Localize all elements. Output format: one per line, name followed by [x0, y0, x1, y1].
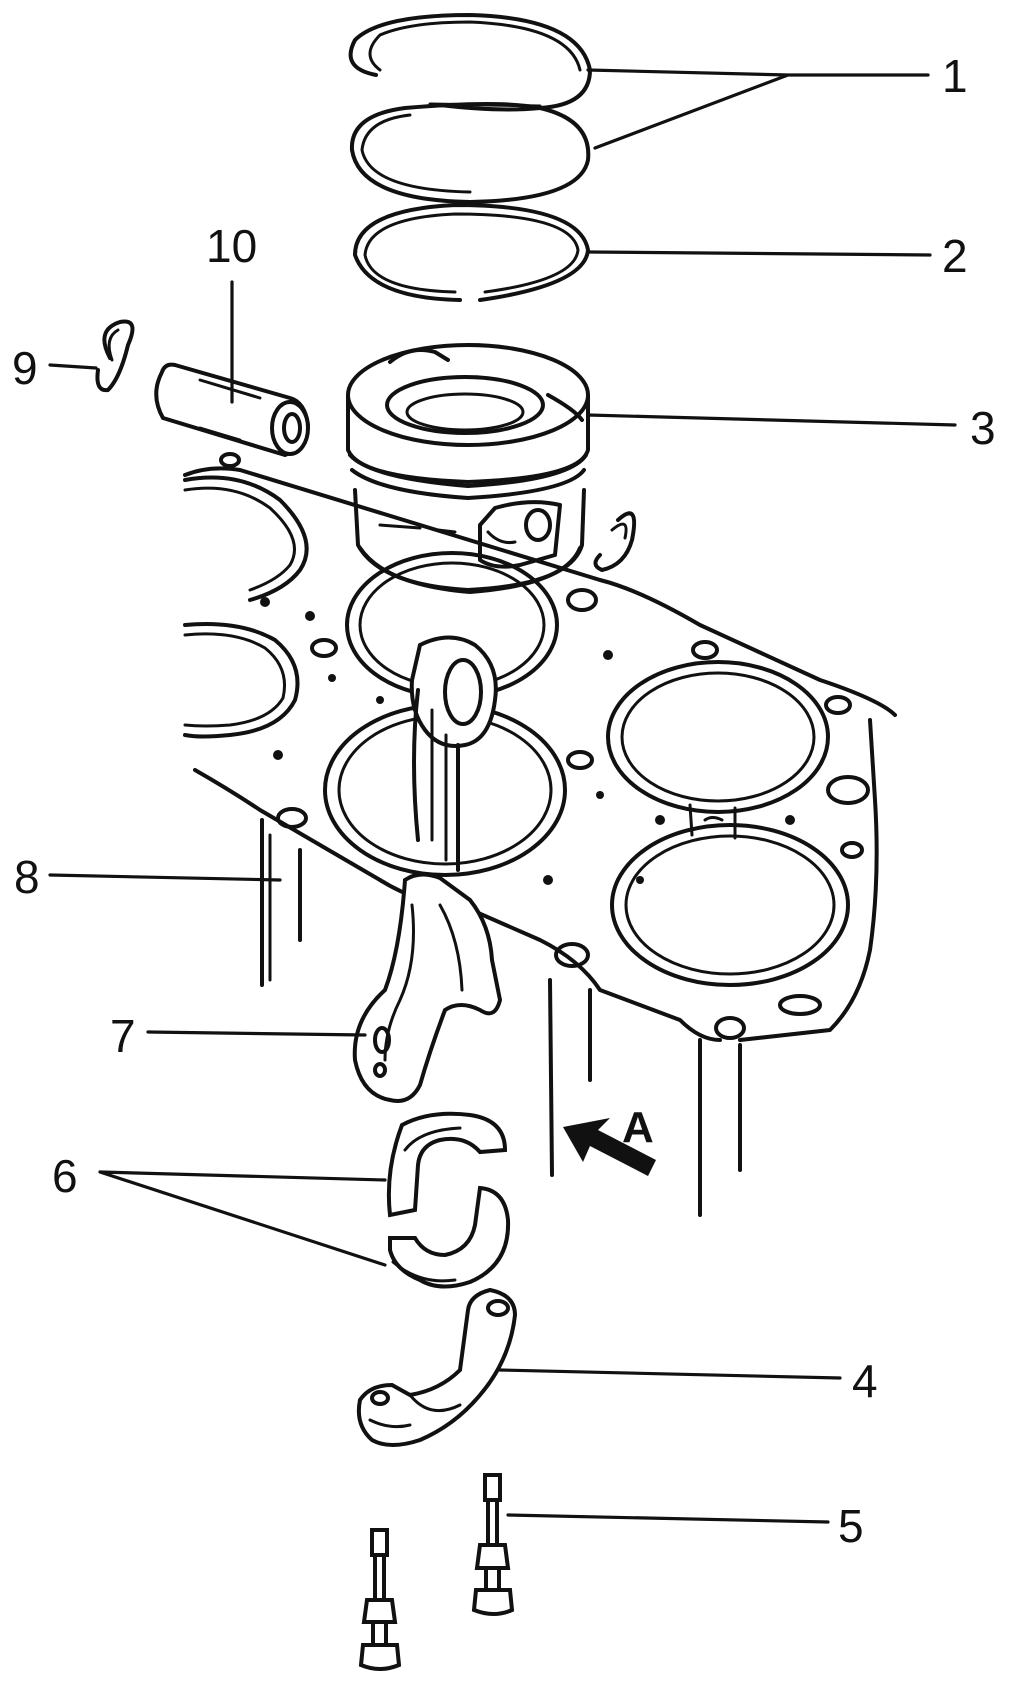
piston-ring-second — [349, 102, 591, 204]
callout-10: 10 — [206, 220, 257, 272]
rod-bolt-right — [471, 1473, 515, 1616]
piston — [346, 343, 590, 594]
big-end-bearing-shells — [386, 1111, 511, 1289]
rod-bolt-left — [358, 1528, 402, 1671]
circlip-right — [593, 511, 637, 572]
callout-1: 1 — [942, 50, 968, 102]
piston-ring-top — [348, 13, 592, 112]
leader-9 — [48, 363, 98, 370]
leader-2 — [588, 250, 932, 257]
leader-lines — [48, 68, 957, 1524]
callout-numbers: 1 2 3 4 5 6 7 8 9 10 — [12, 50, 996, 1552]
leader-7 — [146, 1030, 367, 1037]
leader-8 — [48, 873, 282, 882]
circlip-left — [95, 319, 135, 393]
leader-4 — [498, 1368, 842, 1380]
callout-8: 8 — [14, 851, 40, 903]
callout-7: 7 — [110, 1010, 136, 1062]
cylinder-head-gasket — [183, 452, 897, 1217]
connecting-rod — [352, 635, 503, 1103]
leader-3 — [586, 413, 957, 427]
leader-5 — [506, 1513, 830, 1524]
callout-2: 2 — [942, 230, 968, 282]
callout-3: 3 — [970, 402, 996, 454]
leader-1 — [586, 68, 930, 150]
piston-pin — [154, 362, 310, 457]
callout-5: 5 — [838, 1500, 864, 1552]
piston-ring-oil — [353, 203, 590, 302]
callout-6: 6 — [52, 1150, 78, 1202]
leader-6 — [98, 1170, 387, 1267]
callout-9: 9 — [12, 342, 38, 394]
view-arrow-label: A — [622, 1103, 654, 1152]
view-arrow-a: A — [563, 1103, 656, 1176]
callout-4: 4 — [852, 1355, 878, 1407]
connecting-rod-cap — [356, 1287, 518, 1447]
